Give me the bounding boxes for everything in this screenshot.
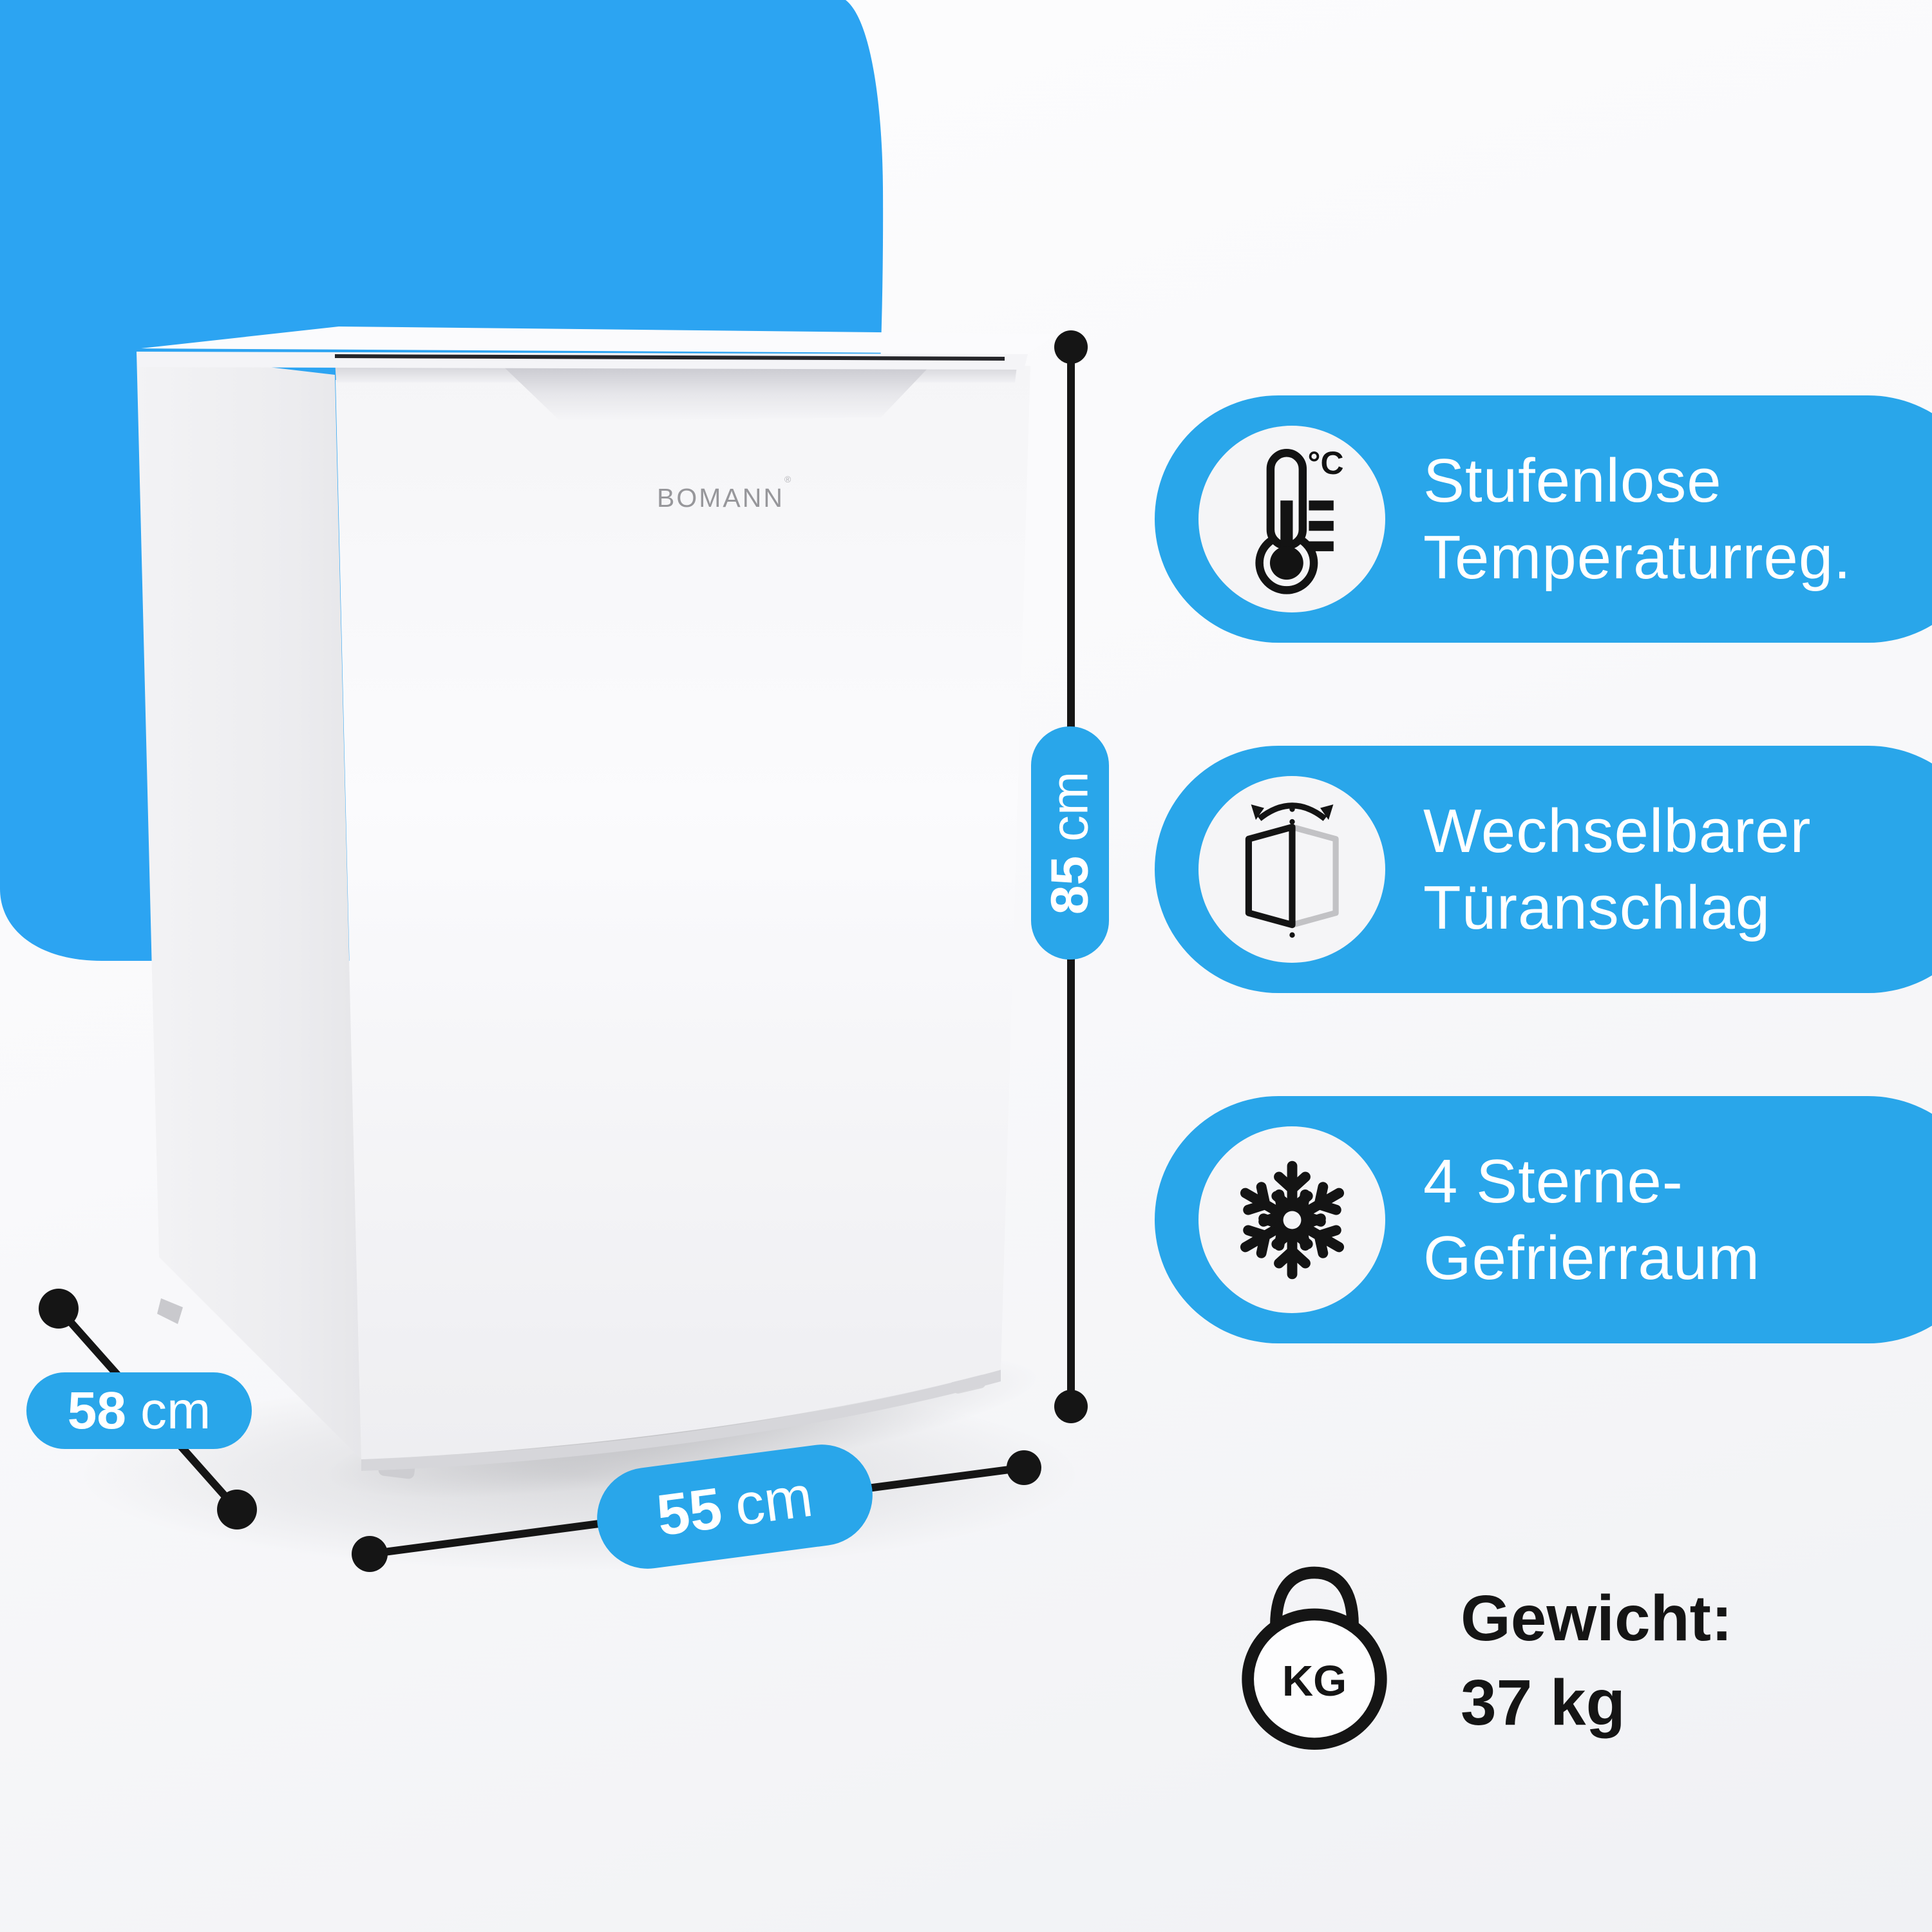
celsius-label: °C [1307, 445, 1343, 481]
depth-line-top-dot [39, 1289, 79, 1329]
fridge-side-foot [157, 1298, 183, 1324]
feature-text: 4 Sterne- Gefrierraum [1423, 1096, 1760, 1343]
width-line-right-dot [1007, 1450, 1041, 1485]
kg-badge-label: KG [1282, 1657, 1347, 1705]
depth-badge: 58 cm [26, 1372, 252, 1449]
fridge-door-gap-line [334, 354, 1005, 361]
reversible-door-icon [1245, 802, 1339, 942]
feature-icon-circle: °C [1198, 426, 1385, 612]
width-unit: cm [731, 1464, 817, 1539]
weight-label: Gewicht: [1461, 1582, 1733, 1654]
registered-mark: ® [784, 474, 791, 484]
snowflake-icon [1226, 1154, 1358, 1286]
height-line-top-dot [1054, 330, 1088, 364]
feature-line-1: 4 Sterne- [1423, 1147, 1683, 1216]
height-badge: 85 cm [1031, 726, 1109, 960]
feature-pill-temperature: °C Stufenlose Temperaturreg. [1155, 395, 1932, 643]
feature-text: Stufenlose Temperaturreg. [1423, 395, 1852, 643]
feature-pill-freezer: 4 Sterne- Gefrierraum [1155, 1096, 1932, 1343]
depth-line-bottom-dot [217, 1490, 257, 1530]
feature-line-1: Stufenlose [1423, 446, 1722, 515]
width-line-left-dot [352, 1536, 388, 1572]
thermometer-celsius-icon: °C [1255, 445, 1343, 594]
height-unit: cm [1040, 771, 1099, 842]
depth-value: 58 [67, 1381, 126, 1440]
feature-line-2: Gefrierraum [1423, 1224, 1761, 1293]
height-line-bottom-dot [1054, 1390, 1088, 1423]
feature-text: Wechselbarer Türanschlag [1423, 746, 1811, 993]
feature-icon-circle [1198, 776, 1385, 963]
kettlebell-icon: KG [1242, 1566, 1387, 1750]
feature-line-1: Wechselbarer [1423, 797, 1812, 866]
fridge-lid-top [141, 327, 1056, 354]
feature-line-2: Türanschlag [1423, 873, 1771, 942]
height-badge-text: 85 cm [1040, 772, 1101, 915]
brand-logo-text: BOMANN [657, 483, 784, 513]
brand-logo: BOMANN® [657, 474, 791, 513]
fridge-side-panel [137, 352, 361, 1459]
feature-icon-circle [1198, 1126, 1385, 1313]
fridge-door-handle-recess [496, 359, 935, 421]
height-value: 85 [1040, 856, 1099, 915]
depth-unit: cm [140, 1381, 211, 1440]
fridge-bottom-edge [361, 1370, 1001, 1471]
feature-pill-reversible-door: Wechselbarer Türanschlag [1155, 746, 1932, 993]
width-value: 55 [653, 1476, 726, 1549]
weight-info: Gewicht: 37 kg [1461, 1577, 1732, 1745]
weight-value: 37 kg [1461, 1667, 1625, 1739]
feature-line-2: Temperaturreg. [1423, 523, 1852, 592]
fridge-door [336, 366, 1030, 1459]
